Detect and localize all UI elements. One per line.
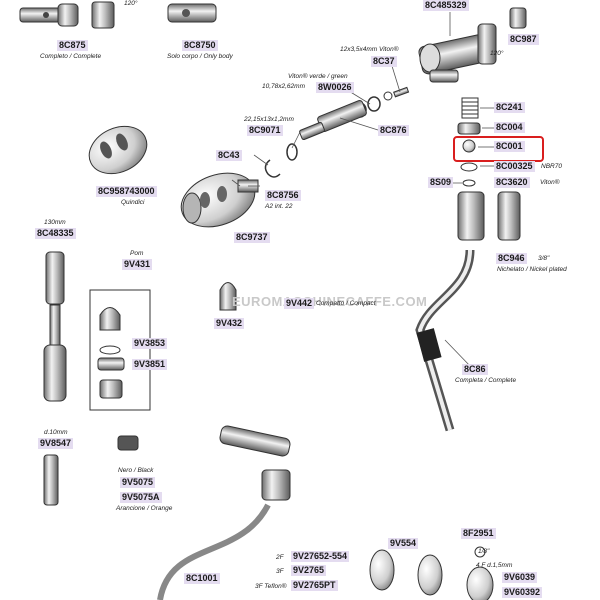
tip-ring-illustration [99,345,121,355]
highlight-box-8C001 [453,136,544,162]
part-label-8C00325[interactable]: 8C00325 [494,161,535,172]
caption-d10: d.10mm [44,429,68,436]
part-label-8C004[interactable]: 8C004 [494,122,525,133]
caption-nero: Nero / Black [118,467,154,474]
small-gasket-illustration [462,179,476,187]
knob-quindici-illustration [88,125,148,175]
part-label-9V5075[interactable]: 9V5075 [120,477,156,488]
caption-angle-right: 120° [490,50,504,57]
caption-hole-3f: 3F [276,568,284,575]
tip-4f-illustration [466,566,494,600]
valve-seal-illustration [462,139,476,153]
caption-completa: Completa / Complete [455,377,517,384]
black-fitting-illustration [117,435,139,451]
caption-one-eighth: 1/8" [478,548,490,555]
caption-completo: Completo / Complete [40,53,102,60]
tip-sleeve-illustration [99,379,123,399]
part-label-8W0026[interactable]: 8W0026 [316,82,354,93]
tip-3f-illustration [417,554,443,596]
part-label-8C946[interactable]: 8C946 [496,253,527,264]
caption-hole-4f: 4 F d.1,5mm [476,562,513,569]
part-label-8C876[interactable]: 8C876 [378,125,409,136]
wand-tube-illustration [43,251,67,402]
caption-130mm: 130mm [44,219,66,226]
knob-illustration [180,172,259,228]
caption-viton-small: 12x3,5x4mm Viton® [340,46,399,53]
valve-body-illustration [91,1,217,29]
part-label-9V60392[interactable]: 9V60392 [502,587,543,598]
rod-illustration [43,454,59,506]
caption-hole-2f: 2F [276,554,284,561]
part-label-8C8756[interactable]: 8C8756 [265,190,301,201]
part-label-8C9071[interactable]: 8C9071 [247,125,283,136]
tip-washer-illustration [97,357,125,371]
caption-nbr70: NBR70 [541,163,562,170]
part-label-8S09[interactable]: 8S09 [428,177,454,188]
part-label-9V27652-554[interactable]: 9V27652-554 [291,551,350,562]
caption-viton-green-size: 10,78x2,62mm [262,83,305,90]
tip-2f-illustration [369,549,395,591]
clip-illustration [264,159,281,178]
caption-arancione: Arancione / Orange [116,505,173,512]
part-label-9V2765[interactable]: 9V2765 [291,565,327,576]
part-label-9V2765PT[interactable]: 9V2765PT [291,580,338,591]
part-label-8C241[interactable]: 8C241 [494,102,525,113]
part-label-9V442[interactable]: 9V442 [284,298,315,309]
caption-hole-3f-teflon: 3F Teflon® [255,583,287,590]
caption-compatto: Compatto / Compact [316,300,376,307]
seal-disc-illustration [457,122,481,135]
caption-ring-size: 22,15x13x1,2mm [244,116,294,123]
part-label-8C987[interactable]: 8C987 [508,34,539,45]
caption-nichelato: Nichelato / Nickel plated [497,266,567,273]
part-label-8C9737[interactable]: 8C9737 [234,232,270,243]
oring-illustration [286,143,298,161]
part-label-8C37[interactable]: 8C37 [371,56,397,67]
small-cap-illustration [509,7,527,29]
caption-angle-top: 120° [124,0,138,7]
part-label-8C8750[interactable]: 8C8750 [182,40,218,51]
caption-viton: Viton® [540,179,560,186]
caption-three-eighths: 3/8" [538,255,550,262]
fitting-illustration [457,191,485,241]
valve-complete-illustration [19,3,79,27]
part-label-9V6039[interactable]: 9V6039 [502,572,538,583]
spring-illustration [461,97,479,119]
part-label-8C3620[interactable]: 8C3620 [494,177,530,188]
watermark: EUROMACCHINECAFFE.COM [232,294,428,309]
part-label-8C48335[interactable]: 8C48335 [35,228,76,239]
pom-kit-box [89,289,151,411]
gasket-illustration [460,162,478,172]
valve-body-main-illustration [418,23,497,83]
part-label-8C001[interactable]: 8C001 [494,141,525,152]
caption-a2int: A2 int. 22 [265,203,293,210]
part-label-9V432[interactable]: 9V432 [214,318,245,329]
shaft-illustration [299,99,367,141]
caption-pom: Pom [130,250,144,257]
compact-tip-illustration [219,282,237,311]
part-label-8C86[interactable]: 8C86 [462,364,488,375]
part-label-9V554[interactable]: 9V554 [388,538,419,549]
caption-quindici: Quindici [121,199,145,206]
hose-illustration [157,425,291,600]
part-label-8C1001[interactable]: 8C1001 [184,573,220,584]
part-label-8C485329[interactable]: 8C485329 [423,0,469,11]
part-label-9V3851[interactable]: 9V3851 [132,359,168,370]
part-label-9V5075A[interactable]: 9V5075A [120,492,162,503]
gasket-small-illustration [474,546,486,558]
tip-illustration [99,307,121,331]
part-label-9V3853[interactable]: 9V3853 [132,338,168,349]
part-label-8C43[interactable]: 8C43 [216,150,242,161]
caption-solo-corpo: Solo corpo / Only body [167,53,233,60]
part-label-8F2951[interactable]: 8F2951 [461,528,496,539]
part-label-8C875[interactable]: 8C875 [57,40,88,51]
part-label-9V8547[interactable]: 9V8547 [38,438,74,449]
nut-illustration [497,191,521,241]
part-label-9V431[interactable]: 9V431 [122,259,153,270]
caption-viton-green: Viton® verde / green [288,73,348,80]
part-label-8C958743000[interactable]: 8C958743000 [96,186,157,197]
